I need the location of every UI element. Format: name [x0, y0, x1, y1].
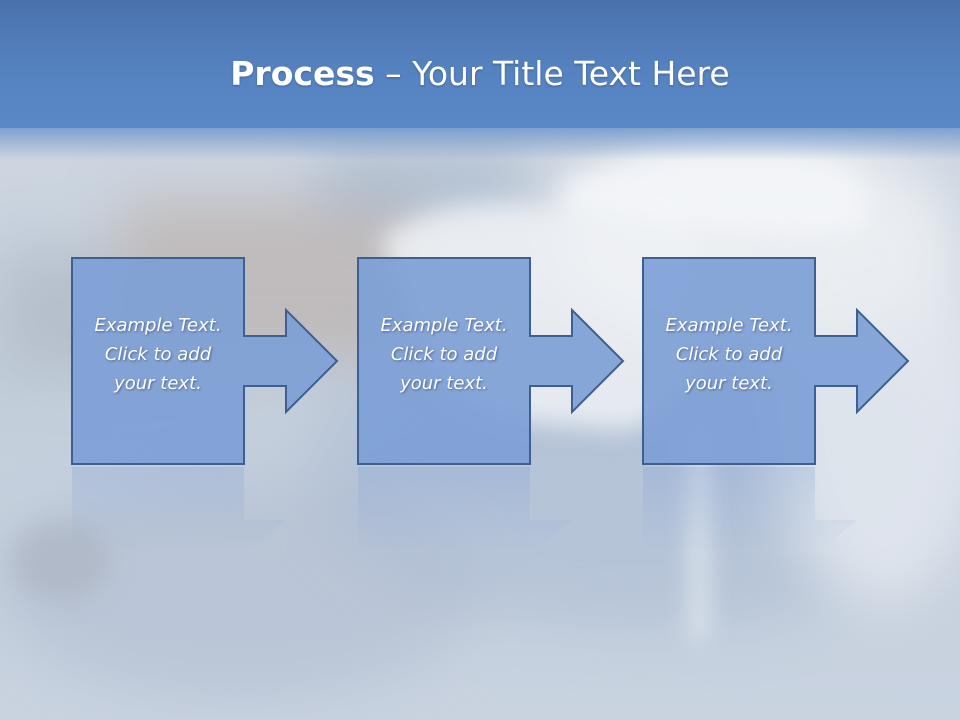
- step-1-line-2: Click to add: [104, 344, 212, 365]
- title-bold-text: Process: [230, 54, 375, 93]
- step-1-line-1: Example Text.: [94, 315, 222, 336]
- step-2-text[interactable]: Example Text. Click to add your text.: [358, 311, 530, 398]
- step-1-line-3: your text.: [114, 373, 202, 394]
- step-3-line-1: Example Text.: [665, 315, 793, 336]
- step-reflections: [72, 467, 857, 700]
- title-bar: [0, 0, 960, 128]
- title-rest-text: – Your Title Text Here: [374, 54, 730, 93]
- step-1-shape[interactable]: [71, 257, 339, 465]
- step-3-line-3: your text.: [685, 373, 773, 394]
- step-3-text[interactable]: Example Text. Click to add your text.: [643, 311, 815, 398]
- step-1-text[interactable]: Example Text. Click to add your text.: [72, 311, 244, 398]
- step-2-shape[interactable]: [357, 257, 625, 465]
- step-3-line-2: Click to add: [675, 344, 783, 365]
- step-2-line-2: Click to add: [390, 344, 498, 365]
- step-2-line-1: Example Text.: [380, 315, 508, 336]
- step-1-reflection: [72, 467, 286, 700]
- step-3-reflection: [643, 467, 857, 700]
- title-bar-fade: [0, 120, 960, 160]
- step-2-line-3: your text.: [400, 373, 488, 394]
- step-2-reflection: [358, 467, 572, 700]
- step-3-shape[interactable]: [642, 257, 910, 465]
- slide-title[interactable]: Process – Your Title Text Here: [0, 52, 960, 96]
